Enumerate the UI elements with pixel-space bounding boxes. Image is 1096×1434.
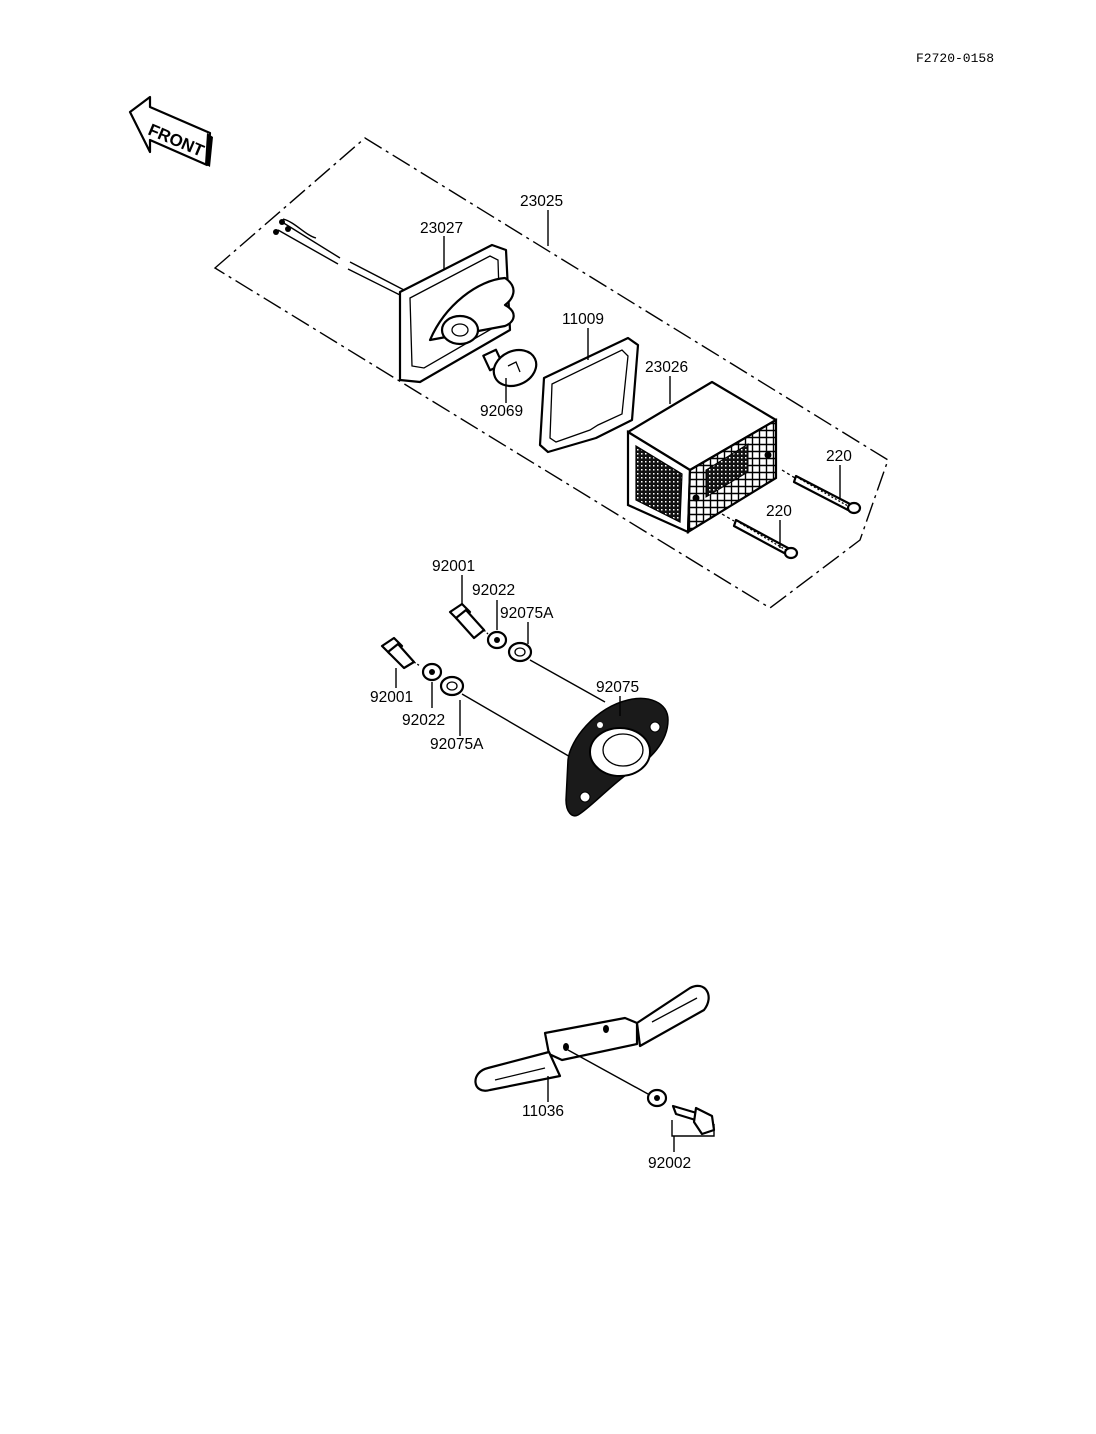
label-92075A-upper: 92075A bbox=[500, 605, 554, 622]
bolt-upper-icon bbox=[448, 602, 489, 640]
screw-upper-icon bbox=[781, 469, 862, 515]
license-bracket bbox=[474, 984, 710, 1092]
label-23027: 23027 bbox=[420, 220, 463, 237]
lamp-base bbox=[398, 243, 515, 384]
bracket-bolt-icon bbox=[671, 1104, 716, 1136]
label-92022-lower: 92022 bbox=[402, 712, 445, 729]
bolt-lower-icon bbox=[380, 636, 421, 670]
washer-upper-icon bbox=[486, 630, 508, 650]
lens bbox=[626, 380, 778, 535]
nut-upper-icon bbox=[507, 641, 533, 663]
diagram-code: F2720-0158 bbox=[916, 51, 994, 66]
bulb-icon bbox=[482, 348, 538, 388]
front-arrow-icon: FRONT bbox=[128, 95, 213, 167]
label-92069: 92069 bbox=[480, 403, 523, 420]
label-92022-upper: 92022 bbox=[472, 582, 515, 599]
label-92075A-lower: 92075A bbox=[430, 736, 484, 753]
label-220-lower: 220 bbox=[766, 503, 792, 520]
bracket-washer-icon bbox=[646, 1088, 668, 1108]
damper bbox=[565, 697, 669, 817]
label-220-upper: 220 bbox=[826, 448, 852, 465]
nut-lower-icon bbox=[439, 675, 465, 697]
screw-lower-icon bbox=[721, 513, 799, 560]
label-92002: 92002 bbox=[648, 1155, 691, 1172]
label-92001-upper: 92001 bbox=[432, 558, 475, 575]
wiring-harness bbox=[273, 218, 405, 297]
assembly-outline bbox=[213, 137, 889, 609]
gasket bbox=[538, 336, 640, 454]
label-92075: 92075 bbox=[596, 679, 639, 696]
label-92001-lower: 92001 bbox=[370, 689, 413, 706]
washer-lower-icon bbox=[421, 662, 443, 682]
label-11009: 11009 bbox=[562, 311, 604, 328]
label-11036: 11036 bbox=[522, 1103, 564, 1120]
label-23026: 23026 bbox=[645, 359, 688, 376]
label-23025: 23025 bbox=[520, 193, 563, 210]
